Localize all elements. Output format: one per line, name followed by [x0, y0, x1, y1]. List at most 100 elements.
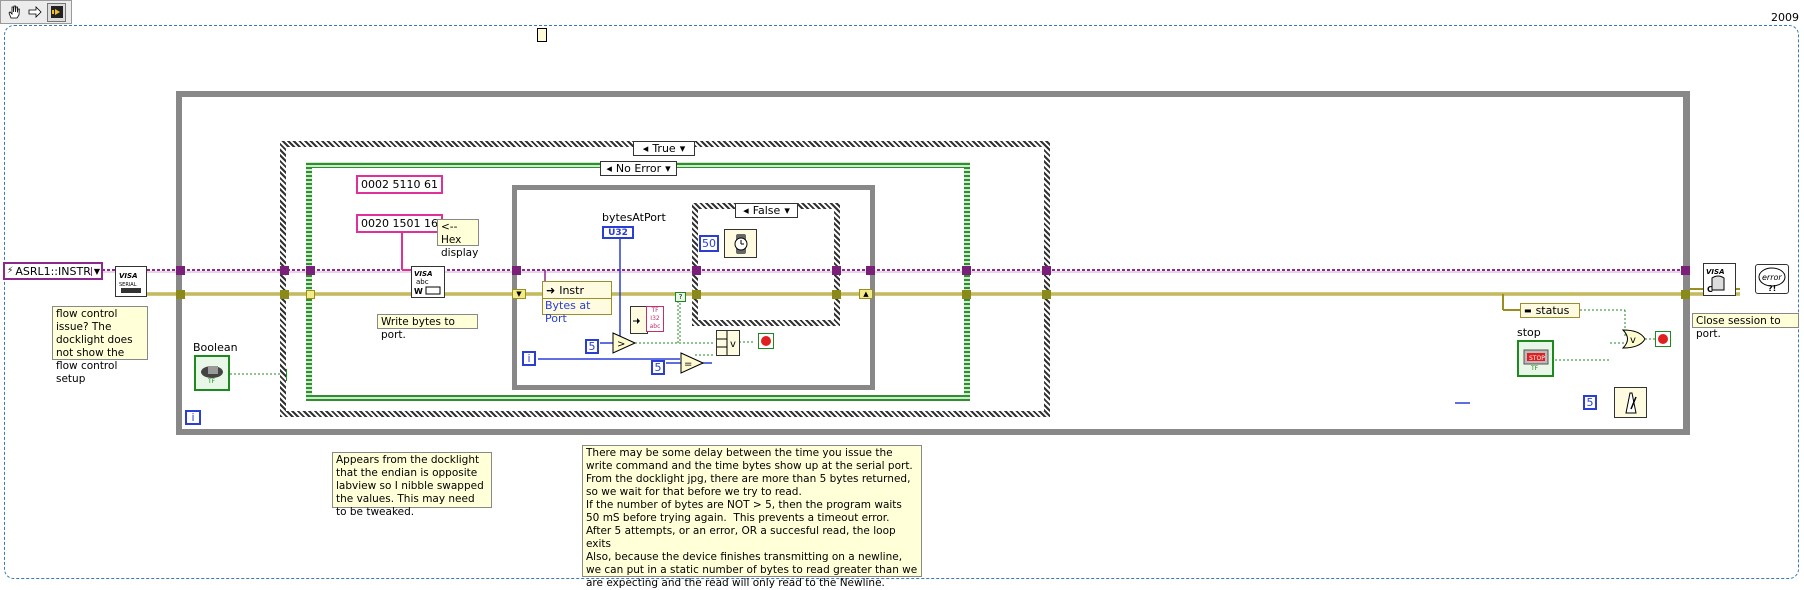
tool-palette	[0, 0, 72, 24]
stop-button-control[interactable]: STOP TF	[1517, 340, 1554, 377]
inner-loop-stop-terminal[interactable]	[758, 333, 774, 349]
error-case-next-icon[interactable]: ▾	[665, 162, 671, 175]
bytes-at-port-indicator: U32	[602, 226, 634, 239]
arrow-tool-icon[interactable]	[27, 4, 44, 21]
hex-string-constant-2[interactable]: 0020 1501 16	[356, 214, 443, 233]
boolean-control[interactable]: TF	[194, 355, 230, 391]
visa-tunnel-outer-right	[1681, 266, 1690, 275]
svg-text:v: v	[1630, 335, 1636, 346]
svg-text:SERIAL: SERIAL	[119, 282, 137, 288]
svg-text:VISA: VISA	[119, 272, 137, 280]
visa-close-node[interactable]: VISA C	[1703, 263, 1736, 296]
visa-tunnel-false-left	[692, 266, 701, 275]
metronome-icon	[1624, 392, 1637, 413]
unbundle-icon	[633, 318, 640, 324]
bytes-threshold-constant[interactable]: 5	[585, 339, 599, 354]
greater-than-node[interactable]: >	[612, 332, 637, 354]
visa-close-icon: VISA C	[1706, 268, 1725, 294]
stop-button-icon: STOP TF	[1523, 349, 1548, 372]
bytes-at-port-label: bytesAtPort	[602, 211, 666, 224]
block-diagram-icon[interactable]	[47, 2, 67, 22]
property-node-header: ➜Instr	[543, 282, 611, 299]
error-tunnel-error-right	[962, 290, 971, 299]
svg-text:W: W	[414, 287, 423, 296]
outer-loop-iteration-terminal: i	[185, 410, 201, 425]
error-case-selector[interactable]: ◂No Error▾	[600, 161, 677, 176]
panel-indicator-icon	[537, 28, 547, 42]
svg-text:VISA: VISA	[414, 270, 432, 278]
boolean-label: Boolean	[193, 341, 238, 354]
hex-string-constant-1[interactable]: 0002 5110 61	[356, 175, 443, 194]
error-shift-register-left: ▼	[512, 289, 526, 299]
close-session-comment: Close session to port.	[1692, 313, 1799, 340]
error-tunnel-outer-right	[1681, 290, 1690, 299]
visa-tunnel-error-left	[306, 266, 315, 275]
false-case-label: False	[752, 204, 781, 217]
compound-or-node[interactable]: v	[716, 330, 740, 356]
error-case-label: No Error	[615, 162, 662, 175]
true-case-label: True	[652, 142, 676, 155]
equal-icon: =	[680, 352, 705, 374]
visa-tunnel-outer-left	[176, 266, 185, 275]
wait-until-next-ms-node[interactable]	[1614, 387, 1647, 418]
outer-while-loop	[176, 91, 1690, 435]
visa-resource-control[interactable]: ⚡ ASRL1::INSTR ▼	[3, 262, 103, 280]
or-gate-icon: v	[1621, 329, 1646, 349]
or-gate-node[interactable]: v	[1621, 329, 1646, 349]
write-bytes-comment: Write bytes to port.	[377, 314, 478, 341]
true-case-selector[interactable]: ◂True▾	[633, 141, 695, 156]
delay-note: There may be some delay between the time…	[582, 445, 922, 589]
svg-text:STOP: STOP	[1529, 355, 1545, 362]
false-case-selector[interactable]: ◂False▾	[735, 203, 798, 218]
visa-configure-serial-node[interactable]: VISA SERIAL	[115, 266, 147, 297]
attempt-limit-constant[interactable]: 5	[651, 360, 665, 375]
hand-tool-icon[interactable]	[6, 4, 23, 21]
outer-loop-stop-terminal[interactable]	[1655, 331, 1671, 347]
svg-text:>: >	[617, 339, 625, 350]
svg-text:abc: abc	[416, 278, 429, 286]
false-next-icon[interactable]: ▾	[784, 204, 790, 217]
svg-text:=: =	[684, 359, 692, 370]
svg-text:TF: TF	[1530, 365, 1539, 372]
visa-resource-icon: ⚡	[7, 266, 14, 276]
bytes-at-port-property[interactable]: Bytes at Port	[545, 299, 591, 325]
svg-text:TF: TF	[207, 378, 216, 384]
property-instr-label: Instr	[559, 283, 585, 297]
wait-ms-constant[interactable]: 50	[699, 235, 719, 252]
visa-property-node[interactable]: ➜Instr Bytes at Port	[542, 281, 612, 325]
error-shift-register-right: ▲	[859, 289, 873, 299]
or-icon: v	[717, 331, 736, 355]
case-prev-icon[interactable]: ◂	[642, 142, 649, 155]
error-tunnel-outer-left	[176, 290, 185, 299]
dropdown-arrow-icon[interactable]: ▼	[90, 266, 102, 276]
svg-text:C: C	[1707, 285, 1713, 294]
error-case-prev-icon[interactable]: ◂	[606, 162, 612, 175]
property-arrow-icon: ➜	[546, 283, 556, 297]
loop-wait-constant[interactable]: 5	[1583, 395, 1597, 410]
equal-node[interactable]: =	[680, 352, 705, 374]
flow-control-note: flow control issue? The docklight does n…	[52, 306, 148, 385]
watch-icon	[734, 233, 747, 254]
status-label: status	[1535, 304, 1570, 317]
inner-loop-iteration-terminal: i	[522, 351, 536, 366]
false-prev-icon[interactable]: ◂	[743, 204, 749, 217]
svg-text:v: v	[730, 339, 736, 350]
year-label: 2009	[1771, 11, 1799, 24]
error-tunnel-case-right	[1042, 290, 1051, 299]
unbundle-status-by-name[interactable]: ▬status	[1520, 303, 1580, 318]
inner-while-loop	[512, 185, 875, 390]
svg-text:VISA: VISA	[1706, 268, 1724, 276]
visa-serial-icon: VISA SERIAL	[119, 272, 141, 293]
stop-dot-icon	[761, 336, 771, 346]
visa-tunnel-false-right	[832, 266, 841, 275]
case-next-icon[interactable]: ▾	[679, 142, 686, 155]
visa-tunnel-inner-right	[866, 266, 875, 275]
error-tunnel-case-left	[280, 290, 289, 299]
wait-ms-node[interactable]	[724, 229, 757, 258]
status-tunnel: ?	[675, 292, 686, 302]
simple-error-handler-node[interactable]: error?!	[1755, 264, 1789, 294]
hex-display-note: <--Hex display	[437, 219, 479, 259]
